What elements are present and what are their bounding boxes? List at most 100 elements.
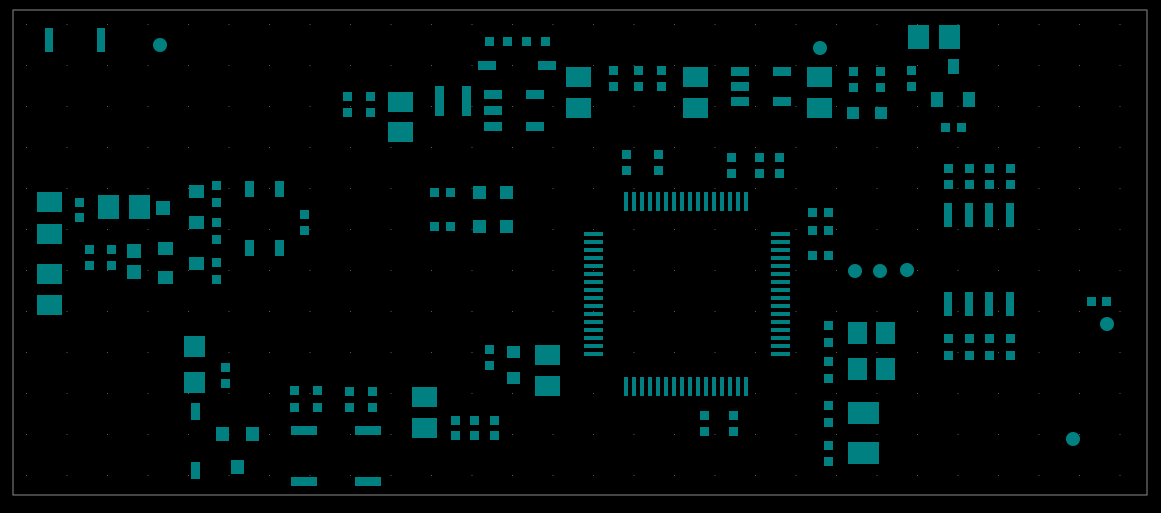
grid-dot [1038, 434, 1040, 435]
sot-pad [773, 67, 791, 76]
cap-pad [535, 345, 560, 365]
grid-dot [390, 229, 392, 230]
small-pad [473, 220, 486, 233]
grid-dot [998, 352, 999, 353]
grid-dot [917, 24, 918, 25]
small-pad [85, 245, 94, 254]
cap-pad [876, 358, 895, 380]
grid-dot [390, 475, 392, 476]
cap-pad [848, 442, 879, 464]
grid-dot [1079, 475, 1080, 476]
grid-dot [107, 311, 108, 312]
small-pad [808, 226, 817, 235]
qfp-pin-pad [771, 256, 790, 260]
cap-pad [37, 224, 62, 244]
small-pad [107, 261, 116, 270]
grid-dot [390, 188, 392, 189]
fiducial-pad [1100, 317, 1114, 331]
grid-dot [674, 434, 675, 435]
qfp-pin-pad [584, 288, 603, 292]
grid-dot [755, 270, 756, 271]
small-pad [985, 334, 994, 343]
qfp-pin-pad [771, 280, 790, 284]
header-pin-pad [45, 28, 53, 52]
grid-dot [147, 65, 149, 66]
small-pad [221, 363, 230, 372]
grid-dot [1079, 65, 1080, 66]
small-pad [808, 251, 817, 260]
test-point-pad [848, 264, 862, 278]
grid-dot [957, 188, 959, 189]
small-pad [944, 180, 953, 189]
small-pad [85, 261, 94, 270]
grid-dot [876, 147, 878, 148]
qfp-pin-pad [584, 248, 603, 252]
so8-pin-pad [965, 292, 973, 316]
grid-dot [876, 65, 878, 66]
grid-dot [147, 229, 149, 230]
grid-dot [957, 229, 959, 230]
grid-dot [674, 24, 675, 25]
grid-dot [957, 24, 959, 25]
small-pad [216, 427, 229, 441]
grid-dot [714, 24, 716, 25]
grid-dot [188, 147, 189, 148]
grid-dot [390, 147, 392, 148]
grid-dot [917, 147, 918, 148]
small-pad [700, 411, 709, 420]
cap-pad [566, 98, 591, 118]
grid-dot [795, 147, 797, 148]
qfp-pin-pad [771, 288, 790, 292]
small-pad [189, 216, 204, 229]
grid-dot [998, 229, 999, 230]
grid-dot [512, 434, 513, 435]
qfp-pin-pad [736, 192, 740, 211]
grid-dot [512, 270, 513, 271]
grid-dot [269, 434, 270, 435]
grid-dot [26, 475, 27, 476]
cap-pad [683, 98, 708, 118]
grid-dot [471, 147, 473, 148]
small-pad [609, 82, 618, 91]
grid-dot [107, 393, 108, 394]
grid-dot [1119, 352, 1121, 353]
grid-dot [1079, 24, 1080, 25]
cap-pad [184, 336, 205, 357]
grid-dot [228, 65, 230, 66]
small-pad [824, 418, 833, 427]
qfp-pin-pad [688, 377, 692, 396]
so-pad [526, 122, 544, 131]
grid-dot [228, 352, 230, 353]
grid-dot [188, 65, 189, 66]
grid-dot [755, 475, 756, 476]
qfp-pin-pad [648, 377, 652, 396]
grid-dot [795, 65, 797, 66]
grid-dot [107, 65, 108, 66]
small-pad [985, 180, 994, 189]
small-pad [446, 188, 455, 197]
cap-pad [807, 67, 832, 87]
grid-dot [147, 106, 149, 107]
grid-dot [66, 229, 68, 230]
grid-dot [836, 229, 837, 230]
so-pad [484, 122, 502, 131]
qfp-pin-pad [720, 192, 724, 211]
grid-dot [755, 188, 756, 189]
qfp-pin-pad [771, 248, 790, 252]
small-pad [824, 251, 833, 260]
grid-dot [66, 24, 68, 25]
small-pad [75, 213, 84, 222]
grid-dot [350, 24, 351, 25]
grid-dot [917, 393, 918, 394]
grid-dot [431, 352, 432, 353]
qfp-pin-pad [584, 232, 603, 236]
small-pad [985, 351, 994, 360]
grid-dot [350, 65, 351, 66]
grid-dot [269, 393, 270, 394]
small-pad [313, 403, 322, 412]
grid-dot [633, 475, 635, 476]
grid-dot [228, 229, 230, 230]
grid-dot [714, 65, 716, 66]
qfp-pin-pad [648, 192, 652, 211]
grid-dot [269, 229, 270, 230]
